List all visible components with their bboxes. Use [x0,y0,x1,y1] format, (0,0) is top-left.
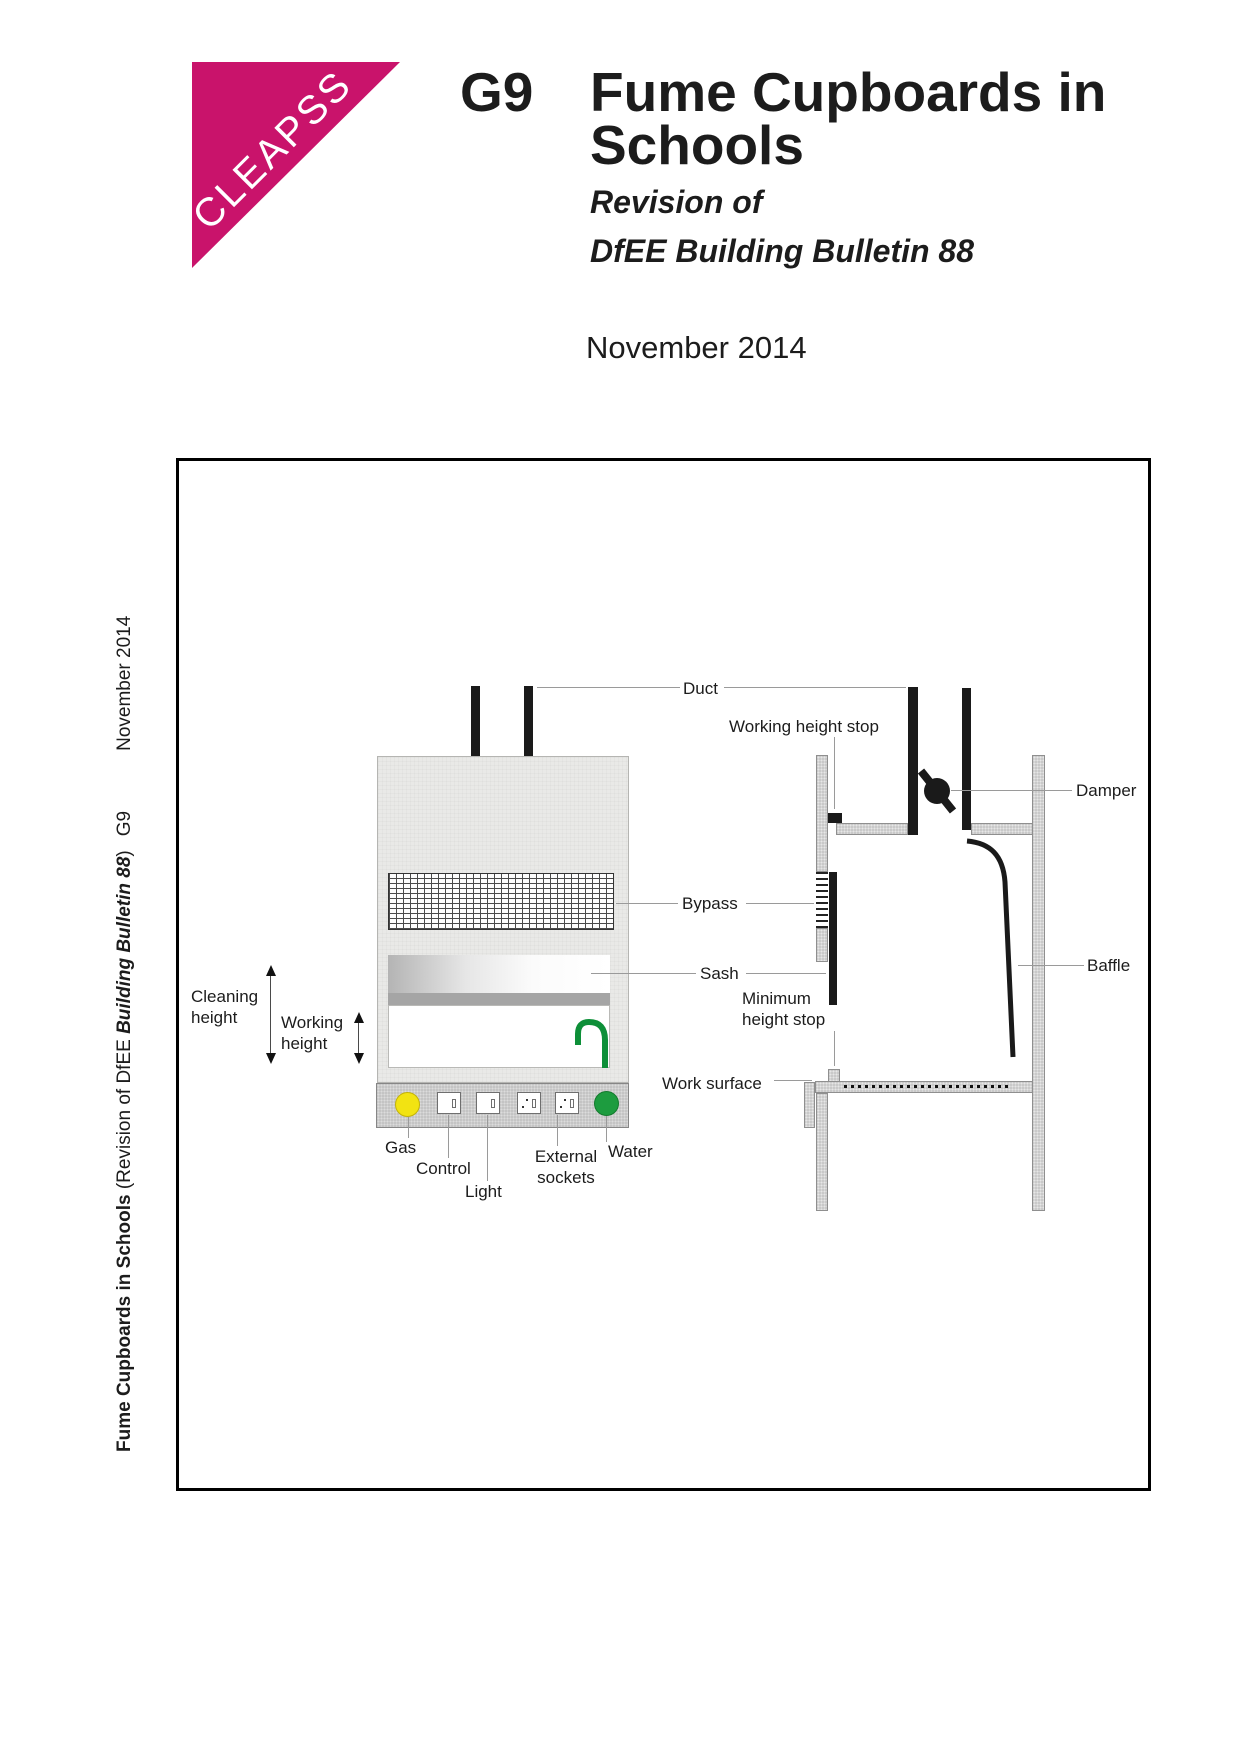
label-working-height-stop: Working height stop [729,717,879,736]
work-surface-slab [815,1081,1033,1093]
sash-handle [388,993,610,1005]
sidebar-date: November 2014 [114,615,135,751]
sidebar-revision-suffix: ) [114,850,135,857]
leader-working-height-stop [834,737,835,809]
cleapss-logo-triangle [192,62,400,268]
leader-gas [408,1117,409,1138]
leader-sash-right [746,973,826,974]
label-work-surface: Work surface [662,1074,762,1093]
leader-bypass-right [746,903,814,904]
leader-baffle [1018,965,1084,966]
leader-damper [951,790,1072,791]
switch-rocker-icon [452,1099,456,1108]
sidebar-bulletin: Building Bulletin 88 [114,856,135,1034]
page-title-line2: Schools [590,114,804,176]
minimum-height-stop-block [828,1069,840,1082]
control-switch [437,1092,461,1114]
publication-date: November 2014 [586,330,807,365]
diagram-shapes-overlay [575,768,1016,1068]
cleaning-height-arrow-up-icon [266,965,276,976]
leader-minimum-height-stop [834,1031,835,1066]
label-water: Water [608,1142,653,1161]
side-duct-wall-right [962,688,971,830]
water-knob [594,1091,619,1116]
side-ceiling-right [971,823,1033,835]
sidebar-vertical-text: Fume Cupboards in Schools (Revision of D… [108,552,142,1452]
socket-pin-icon [560,1106,562,1108]
doc-code: G9 [460,61,534,123]
cupboard-opening [388,1005,610,1068]
bypass-grille [388,873,614,930]
leader-control [448,1115,449,1158]
label-light: Light [465,1182,502,1201]
working-height-arrow-down-icon [354,1053,364,1064]
side-bypass-louvres [816,872,828,928]
front-duct-stub-right [524,686,533,756]
side-duct-wall-left [908,687,918,835]
leader-water [606,1116,607,1142]
label-gas: Gas [385,1138,417,1157]
front-duct-stub-left [471,686,480,756]
subtitle-line2: DfEE Building Bulletin 88 [590,233,975,269]
label-baffle: Baffle [1087,956,1131,975]
external-socket-2 [555,1092,579,1114]
sash-glass [388,955,610,993]
damper-handle [917,768,957,814]
work-surface-dots [844,1085,1012,1088]
cleaning-height-arrow-down-icon [266,1053,276,1064]
side-back-wall [1032,755,1045,1211]
side-front-leg [816,1093,828,1211]
working-height-stop-block [828,813,842,823]
label-external-sockets: External sockets [534,1147,598,1187]
switch-rocker-icon [491,1099,495,1108]
label-control: Control [416,1159,471,1178]
light-switch [476,1092,500,1114]
page-title-line1: Fume Cupboards in [590,61,1107,123]
cleaning-height-arrow-line [270,975,271,1055]
socket-pin-icon [564,1099,566,1101]
side-front-panel-lower [816,928,828,962]
side-front-apron [804,1082,815,1128]
sidebar-title: Fume Cupboards in Schools [114,1194,135,1452]
label-cleaning-height: Cleaning height [191,987,259,1027]
diagram-frame [176,458,1151,1491]
socket-pin-icon [522,1106,524,1108]
leader-bypass-left [616,903,678,904]
gas-knob [395,1092,420,1117]
label-duct: Duct [683,679,718,698]
label-sash: Sash [700,964,739,983]
socket-pin-icon [526,1099,528,1101]
leader-external-sockets [557,1115,558,1146]
label-damper: Damper [1076,781,1137,800]
side-front-panel-upper [816,755,828,872]
leader-work-surface [774,1080,812,1081]
leader-light [487,1115,488,1181]
label-minimum-height-stop: Minimum height stop [742,989,826,1029]
socket-switch-icon [532,1099,536,1108]
working-height-arrow-line [358,1022,359,1056]
external-socket-1 [517,1092,541,1114]
subtitle-line1: Revision of [590,184,763,220]
baffle-plate [966,838,1016,1058]
water-tap-icon [575,1018,608,1068]
label-working-height: Working height [281,1013,344,1053]
label-bypass: Bypass [682,894,738,913]
leader-duct-right [724,687,906,688]
side-sash-bar [829,872,837,1005]
leader-duct-left [537,687,680,688]
socket-switch-icon [570,1099,574,1108]
sidebar-doc-code: G9 [114,810,135,837]
side-ceiling-left [836,823,908,835]
sidebar-revision-prefix: (Revision of DfEE [114,1033,135,1195]
leader-sash-left [591,973,696,974]
working-height-arrow-up-icon [354,1012,364,1023]
